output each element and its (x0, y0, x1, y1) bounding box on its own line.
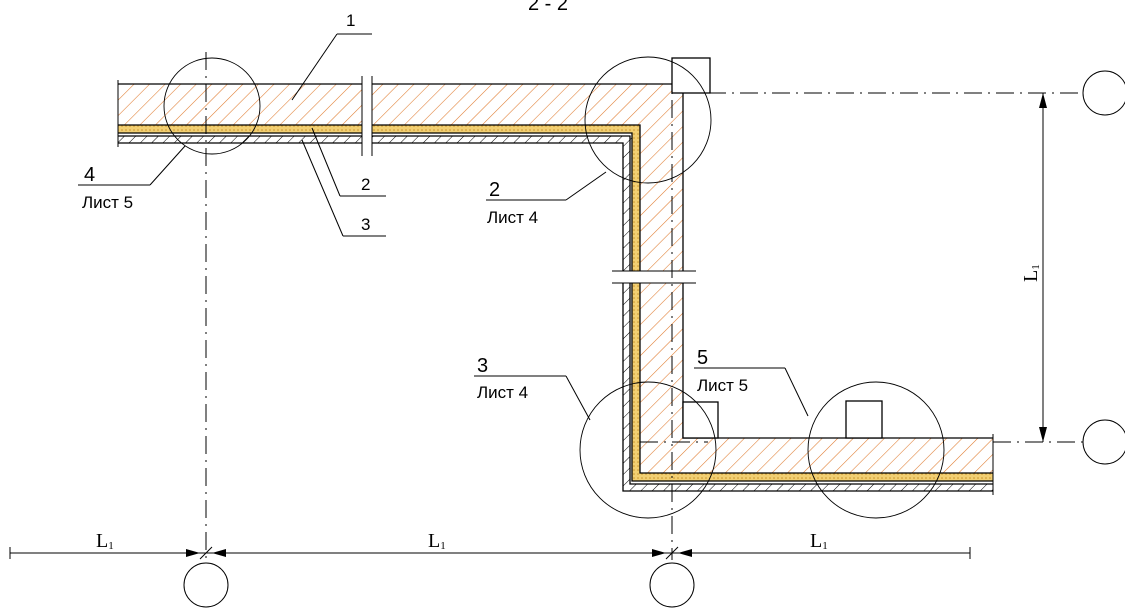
detail-circle-2 (584, 56, 712, 184)
upper-insulation (118, 125, 640, 133)
wall-section (117, 57, 994, 495)
lower-protection (623, 484, 993, 491)
top-corner-block (671, 57, 711, 94)
axis-bubble-bottom-right (1082, 419, 1125, 465)
axis-bubble-middle (649, 562, 695, 608)
callout-2: 2 (361, 175, 370, 194)
dim-bottom-right: L1 (810, 530, 828, 552)
axis-bubble-left (183, 562, 229, 608)
lower-slab-block (845, 400, 883, 439)
node-4-number: 4 (84, 164, 95, 186)
detail-circle-4 (163, 57, 261, 155)
detail-circle-3 (579, 381, 717, 519)
node-references: 4 Лист 5 2 Лист 4 3 Лист 4 5 Лист 5 (78, 145, 809, 421)
vertical-protection (623, 136, 630, 491)
lower-insulation (632, 473, 993, 481)
dimensions: L1 L1 L1 L1 (9, 93, 1047, 560)
node-5-sheet: Лист 5 (697, 376, 748, 395)
layer-callouts: 1 2 3 (291, 11, 386, 237)
callout-1: 1 (346, 11, 355, 30)
inner-corner-block (682, 401, 719, 439)
node-3-number: 3 (477, 355, 488, 377)
upper-protection (118, 136, 632, 143)
node-5-number: 5 (697, 347, 708, 369)
detail-circles (163, 56, 945, 519)
callout-3: 3 (361, 215, 370, 234)
node-4-sheet: Лист 5 (82, 193, 133, 212)
vertical-wall-concrete (640, 84, 683, 438)
node-2-number: 2 (489, 179, 500, 201)
dim-vertical: L1 (1020, 264, 1042, 282)
lower-slab-concrete (640, 438, 993, 473)
upper-slab-concrete (118, 84, 672, 125)
detail-circle-5 (807, 381, 945, 519)
grid-axes (183, 52, 1125, 608)
section-title: 2 - 2 (528, 0, 568, 15)
node-3-sheet: Лист 4 (477, 383, 528, 402)
dim-bottom-middle: L1 (428, 530, 446, 552)
vertical-insulation (632, 125, 640, 481)
node-2-sheet: Лист 4 (487, 208, 538, 227)
axis-bubble-top-right (1082, 70, 1125, 116)
dim-bottom-left: L1 (96, 530, 114, 552)
